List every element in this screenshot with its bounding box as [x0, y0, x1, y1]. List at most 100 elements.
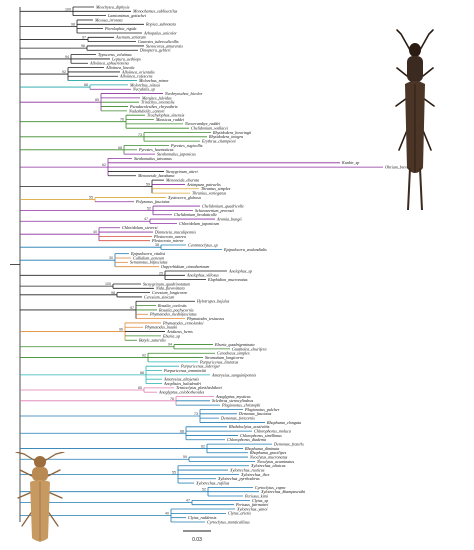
taxon-label: Nadezhdiella_cantori: [128, 108, 165, 113]
taxon-label: Xylotrechus_ibex: [240, 472, 269, 477]
taxon-label: Mesosa_irrorata: [94, 17, 123, 22]
taxon-label: Demonax_fortcornis: [220, 416, 255, 421]
taxon-label: Epipedocera_zealandialis: [223, 247, 267, 252]
taxon-label: Polyzonus_fasciatus: [135, 199, 170, 204]
taxon-label: Alloiinea_orientalis: [121, 69, 155, 74]
taxon-label: Xylotrechus_khampaseuthi: [260, 489, 306, 494]
taxon-label: Plagionotus_christophi: [221, 403, 261, 408]
support-value: 94: [65, 55, 69, 59]
support-value: 47: [144, 217, 148, 221]
support-value: 52: [202, 488, 206, 492]
taxon-label: Trirachys_orientalis: [141, 100, 175, 105]
taxon-label: Xylotrechus_pyrrhoderus: [217, 476, 260, 481]
taxon-label: Trachylophus_sinensis: [147, 113, 185, 118]
taxon-label: Perissus_kimi: [244, 493, 269, 498]
taxon-label: Purpuricenus_lituratus: [199, 359, 239, 364]
taxon-label: Chelidonium_quadricolle: [202, 203, 244, 208]
taxon-label: Lamiomimus_gottschei: [107, 13, 147, 18]
taxon-label: Stenhomalus_japonicus: [157, 152, 196, 157]
taxon-label: Erythrus_championi: [201, 139, 237, 144]
taxon-label: Schwarzerium_provosti: [195, 208, 235, 213]
taxon-label: Artimpaza_patruelis: [186, 182, 221, 187]
taxon-label: Pterolophia_rigida: [104, 26, 136, 31]
taxon-label: Xylotrechus_rufilius: [195, 480, 230, 485]
support-value: 85: [138, 386, 142, 390]
taxon-label: Necydalis_sp: [132, 87, 155, 92]
taxon-label: Clytus_arietis: [228, 511, 251, 516]
taxon-label: Eburia_quadrigeminata: [214, 342, 255, 347]
taxon-label: Neoclytus_mucronatus: [249, 454, 288, 459]
taxon-label: Chlorophorus_diadema: [227, 437, 266, 442]
support-value: 59: [183, 455, 187, 459]
support-value: 47: [186, 499, 190, 503]
taxon-label: Perissus_fairmairei: [235, 502, 269, 507]
support-value: 25: [159, 271, 163, 275]
taxon-label: Ropica_subnotata: [145, 22, 176, 27]
taxon-label: Rhytidodera_integra: [208, 134, 243, 139]
taxon-label: Margites_fulvidus: [141, 95, 172, 100]
taxon-label: Semanotus_bifasciatus: [130, 260, 168, 265]
taxon-label: Amarysius_altajensis: [163, 377, 199, 382]
support-value: 76: [120, 118, 124, 122]
taxon-label: Molorchus_minor: [138, 78, 169, 83]
taxon-label: Menoneida_baoshana: [137, 173, 174, 178]
taxon-label: Phymatodes_mediofasciatus: [149, 312, 197, 317]
taxon-label: Chelidonium_brodaticolle: [174, 212, 217, 217]
support-value: 40: [165, 512, 169, 516]
support-value: 68: [180, 429, 184, 433]
support-value: 62: [102, 163, 106, 167]
taxon-label: Plesiocrota_mirror: [151, 238, 184, 243]
taxon-label: Aridaeus_heros: [166, 329, 193, 334]
support-value: 55: [89, 196, 93, 200]
taxon-label: Rhytidodera_bowringii: [212, 130, 252, 135]
support-value: 59: [146, 183, 150, 187]
taxon-label: Aromia_bungii: [216, 216, 243, 221]
taxon-label: Chlorophorus_simillimus: [240, 433, 282, 438]
support-value: 97: [82, 35, 86, 39]
taxon-label: Gaurotes_tuberculicollis: [138, 39, 179, 44]
support-value: 98: [111, 291, 115, 295]
taxon-label: Stenhomalus_taiwanus: [134, 156, 172, 161]
taxon-label: Dinoptera_gebleri: [139, 48, 171, 53]
taxon-label: Anaglyptus_colobotheoides: [158, 390, 205, 395]
taxon-label: Demonax_fasciatus: [238, 411, 272, 416]
taxon-label: Oupyrrhidium_cinnabarinum: [161, 264, 209, 269]
beetle-photo-bottom-left: [15, 452, 65, 542]
taxon-label: Rhaphuma_diminuta: [244, 446, 279, 451]
taxon-label: Rhaphuma_gracilipes: [249, 450, 287, 455]
support-value: 88: [140, 371, 144, 375]
taxon-label: Stenygrinum_aiteri: [166, 169, 198, 174]
scale-bar: 0.03: [183, 530, 211, 543]
support-value: 96: [119, 328, 123, 332]
taxon-label: Gnatholea_eburifera: [232, 346, 267, 351]
taxon-label: Rosalia_pachycornis: [158, 307, 194, 312]
taxon-label: Phymatodes_ermolenkoi: [162, 320, 204, 325]
taxon-label: Meochytea_diphysis: [95, 4, 130, 9]
taxon-label: Pseudaeolesthes_chrysothrix: [129, 104, 178, 109]
taxon-label: Neocerambyx_raddei: [184, 121, 221, 126]
support-value: 40: [93, 230, 97, 234]
support-value: 85: [95, 98, 99, 102]
taxon-label: Pyrestes_rugicollis: [170, 143, 203, 148]
support-value: 97: [130, 306, 134, 310]
taxon-label: Leptura_aethiops: [111, 56, 141, 61]
taxon-label: Anoplistes_halodendri: [163, 381, 202, 386]
taxon-label: Plesiocrota_aurrea: [153, 234, 186, 239]
support-value: 38: [155, 243, 159, 247]
scale-bar-label: 0.03: [192, 537, 202, 543]
taxon-label: Purpuricenus_temminckii: [163, 368, 207, 373]
taxon-label: Xylotrechus_altaicus: [250, 463, 286, 468]
taxon-label: Chloridolum_sieversi: [122, 225, 158, 230]
taxon-label: Cyrtoclytus_capra: [255, 485, 285, 490]
taxon-label: Molorchus_niitsui: [129, 82, 161, 87]
taxon-label: Typocerus_velutinus: [98, 52, 132, 57]
taxon-label: Cenodocus_simplex: [217, 351, 250, 356]
taxon-label: Demonax_fraterls: [273, 442, 304, 447]
taxon-label: Centrotoclytus_sp: [188, 242, 218, 247]
taxon-label: Alloiinea_lineola: [105, 65, 134, 70]
taxon-label: Rhabdoclytus_acutivittis: [228, 424, 270, 429]
taxon-label: Purpuricenus_sideriger: [180, 364, 221, 369]
taxon-label: Phymatodes_testaceus: [186, 316, 224, 321]
support-value: 92: [142, 354, 146, 358]
taxon-label: Amarysius_sanguinipennis: [211, 372, 257, 377]
